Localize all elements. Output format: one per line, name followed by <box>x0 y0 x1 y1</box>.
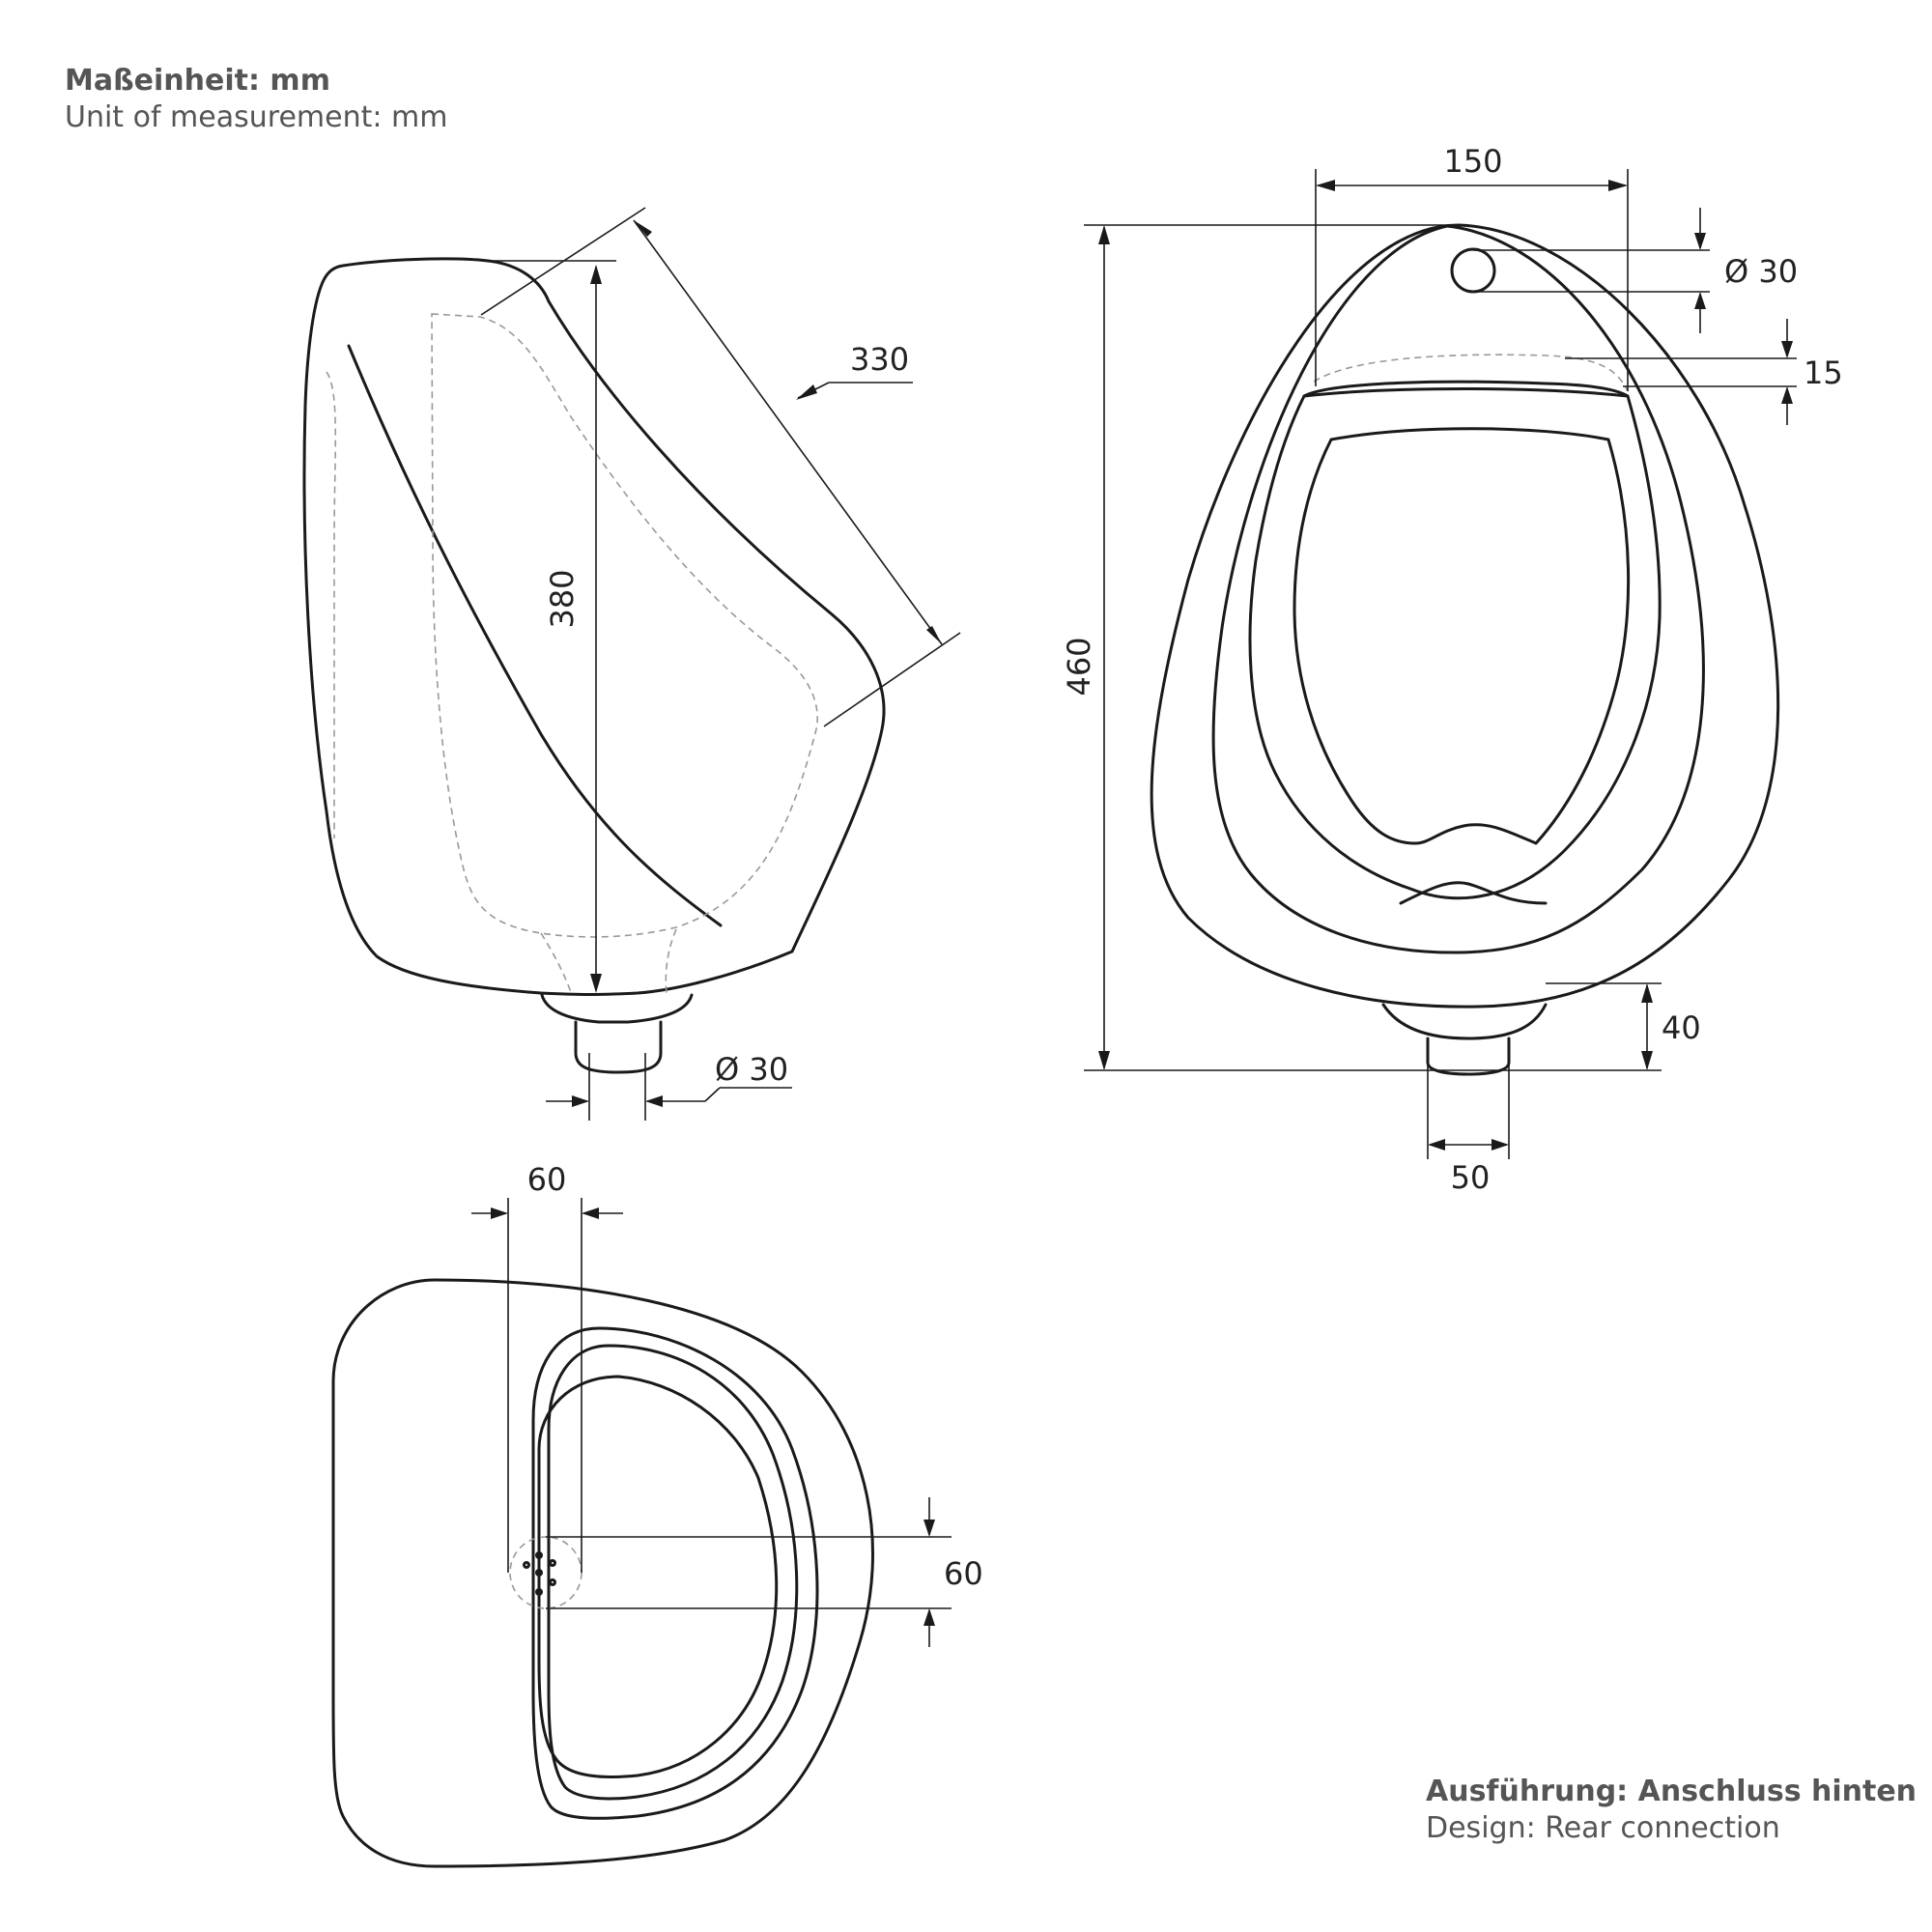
top-view: 60 60 <box>331 1161 983 1868</box>
side-dim-height-label: 380 <box>544 569 581 628</box>
unit-note: Maßeinheit: mm Unit of measurement: mm <box>65 63 447 136</box>
front-view-inner-outline <box>1248 387 1662 900</box>
front-dim-inlet-offset-label: 15 <box>1804 355 1843 391</box>
front-view: 150 Ø 30 15 460 40 5 <box>1061 143 1843 1196</box>
side-view-outlet-pipe <box>574 1020 663 1074</box>
top-view-inlet-hidden <box>509 1536 582 1609</box>
front-dim-inlet-diameter-label: Ø 30 <box>1724 253 1798 290</box>
side-view-bowl-edge <box>347 344 723 927</box>
top-dim-inlet-x-label: 60 <box>527 1161 567 1198</box>
front-view-rim-outline <box>1211 224 1705 954</box>
unit-note-english: Unit of measurement: mm <box>65 100 448 134</box>
side-view-hidden-outlet <box>540 928 677 996</box>
side-dim-length-label: 330 <box>850 341 909 378</box>
front-view-outlet-collar <box>1381 1003 1548 1040</box>
front-view-hidden-top <box>1313 354 1629 392</box>
side-dim-outlet-diameter-label: Ø 30 <box>715 1051 788 1088</box>
top-view-bowl <box>537 1375 779 1778</box>
side-view-hidden-rim <box>326 371 337 838</box>
side-view: 380 330 Ø 30 <box>302 207 961 1121</box>
unit-note-german: Maßeinheit: mm <box>65 64 330 98</box>
top-dim-inlet-y-label: 60 <box>944 1555 983 1592</box>
design-note: Ausführung: Anschluss hinten Design: Rea… <box>1426 1774 1917 1847</box>
side-view-body-outline <box>302 257 886 996</box>
front-dim-total-height-label: 460 <box>1061 637 1097 696</box>
top-view-spray-holes <box>523 1551 556 1596</box>
front-dim-outlet-height-label: 40 <box>1662 1009 1701 1046</box>
design-note-english: Design: Rear connection <box>1426 1811 1780 1845</box>
front-view-top-lip <box>1302 380 1630 398</box>
side-view-outlet-collar <box>540 993 694 1024</box>
top-view-rim-inner <box>547 1344 799 1801</box>
top-view-outer-outline <box>331 1278 874 1868</box>
front-dim-width-label: 150 <box>1443 143 1502 180</box>
front-view-inlet-circle <box>1450 247 1496 294</box>
front-view-drain-curve <box>1399 881 1548 905</box>
design-note-german: Ausführung: Anschluss hinten <box>1426 1775 1918 1808</box>
front-view-outlet-pipe <box>1426 1037 1511 1076</box>
top-view-rim-outer <box>531 1326 819 1820</box>
front-dim-outlet-width-label: 50 <box>1451 1159 1491 1196</box>
side-view-hidden-inner <box>431 313 818 938</box>
front-view-outer-outline <box>1150 223 1780 1009</box>
front-view-bowl-inner <box>1293 427 1631 845</box>
